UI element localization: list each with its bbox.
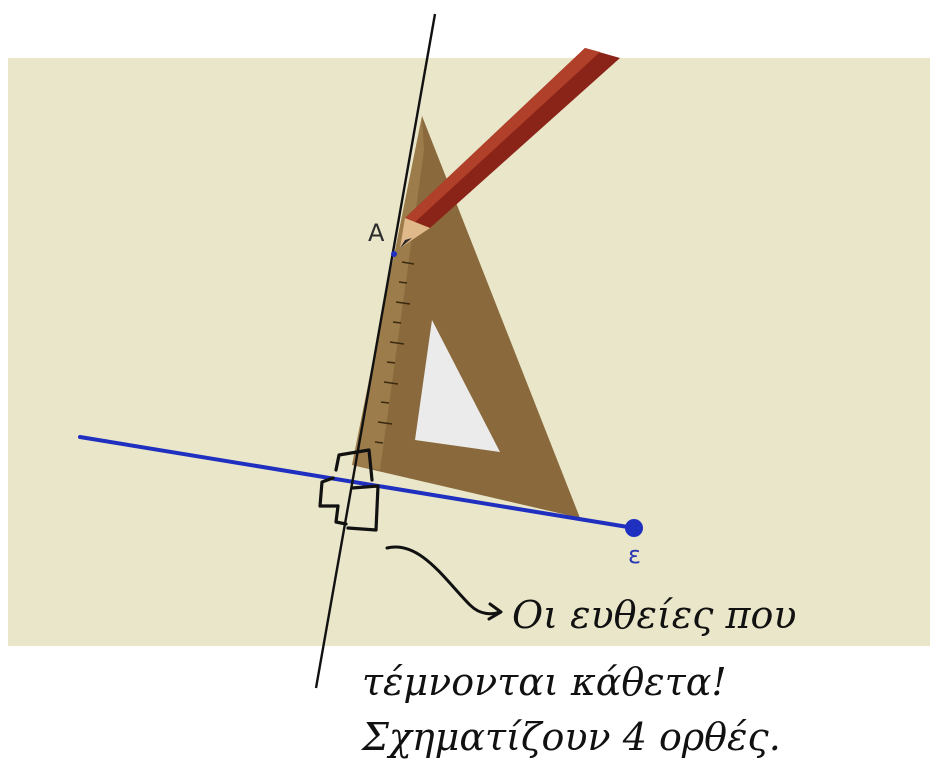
note-line-3: Σχηματίζουν 4 ορθές. bbox=[360, 715, 781, 759]
handwritten-note: Οι ευθείες που τέμνονται κάθετα! Σχηματί… bbox=[360, 593, 797, 759]
line-e bbox=[78, 435, 643, 537]
line-e-label: ε bbox=[628, 541, 641, 569]
note-line-1: Οι ευθείες που bbox=[512, 593, 797, 637]
right-angle-marks bbox=[318, 448, 380, 532]
note-line-2: τέμνονται κάθετα! bbox=[362, 660, 727, 704]
point-a bbox=[391, 251, 397, 257]
pencil bbox=[400, 48, 620, 248]
point-a-label: A bbox=[368, 219, 385, 247]
set-square-cutout bbox=[415, 320, 500, 452]
handwritten-arrow bbox=[385, 545, 503, 621]
perpendicular-line bbox=[314, 13, 437, 689]
line-e-endpoint bbox=[625, 519, 643, 537]
